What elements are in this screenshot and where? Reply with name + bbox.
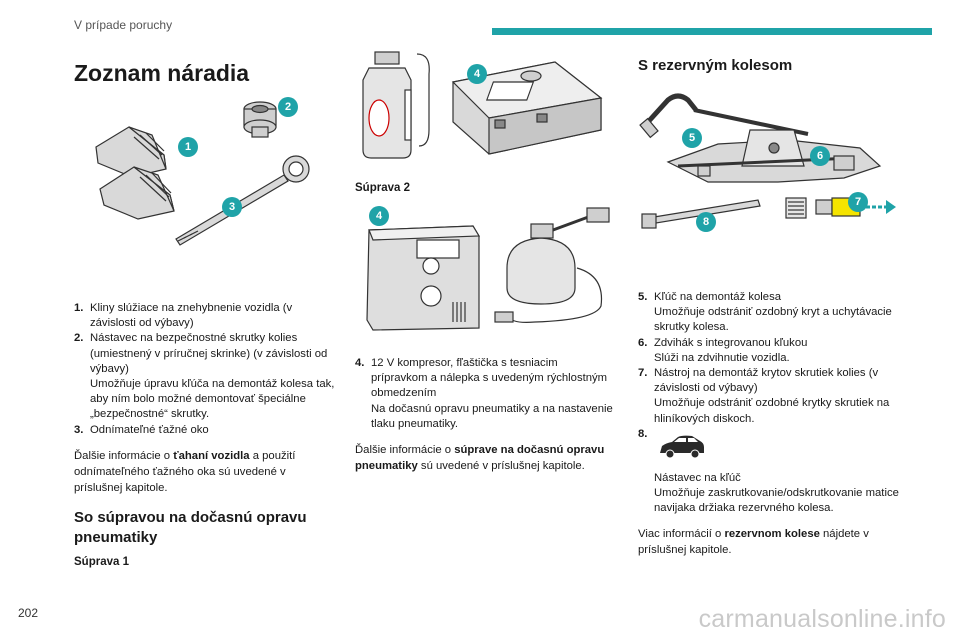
tools-illustration: 2 1 3 bbox=[74, 97, 336, 247]
callout-badge-2: 2 bbox=[278, 97, 298, 117]
list-item: 5. Kľúč na demontáž kolesa Umožňuje odst… bbox=[638, 291, 892, 334]
list-item: 7. Nástroj na demontáž krytov skrutiek k… bbox=[638, 367, 890, 425]
header-accent-bar bbox=[492, 28, 932, 35]
callout-badge-8: 8 bbox=[696, 212, 716, 232]
jack-and-wrench-drawing bbox=[639, 93, 896, 229]
list-item: 1. Kliny slúžiace na znehybnenie vozidla… bbox=[74, 302, 293, 330]
repair-kit-link[interactable]: súprave na dočasnú opravu pneumatiky bbox=[355, 444, 605, 473]
section-header: V prípade poruchy bbox=[74, 18, 173, 32]
spare-wheel-link[interactable]: rezervnom kolese bbox=[724, 528, 820, 541]
callout-badge-4-mid: 4 bbox=[369, 206, 389, 226]
spare-wheel-tools-illustration: 5 6 7 8 bbox=[638, 82, 900, 272]
kit1-illustration: 4 bbox=[355, 50, 617, 170]
column-repair-kit: 4 Súprava 2 bbox=[355, 50, 617, 474]
spare-wheel-info: Viac informácií o rezervnom kolese nájde… bbox=[638, 528, 869, 557]
car-silhouette-icon bbox=[660, 435, 704, 459]
compressor-and-sealant-drawing bbox=[362, 51, 603, 159]
callout-badge-4-top: 4 bbox=[467, 64, 487, 84]
list-item: 4. 12 V kompresor, fľaštička s tesniacim… bbox=[355, 357, 613, 430]
column-tool-list: Zoznam náradia bbox=[74, 50, 336, 568]
towing-link[interactable]: ťahaní vozidla bbox=[173, 449, 250, 462]
callout-badge-3: 3 bbox=[222, 197, 242, 217]
kit1-label: Súprava 1 bbox=[74, 555, 129, 568]
callout-badge-5: 5 bbox=[682, 128, 702, 148]
compressor-kit-2-drawing bbox=[366, 207, 610, 331]
column-spare-wheel: S rezervným kolesom bbox=[638, 50, 900, 558]
spare-wheel-list: 5. Kľúč na demontáž kolesa Umožňuje odst… bbox=[638, 290, 900, 516]
section-title-spare-wheel: S rezervným kolesom bbox=[638, 57, 793, 74]
tool-list: 1. Kliny slúžiace na znehybnenie vozidla… bbox=[74, 301, 336, 438]
list-item: 8. Nástavec na kľúč Umožňuje zaskrutkova… bbox=[638, 427, 899, 515]
kit2-illustration: 4 bbox=[355, 206, 617, 344]
watermark-text: carmanualsonline.info bbox=[698, 605, 946, 633]
towing-info: Ďalšie informácie o ťahaní vozidla a pou… bbox=[74, 449, 296, 494]
callout-badge-7: 7 bbox=[848, 192, 868, 212]
kit2-label: Súprava 2 bbox=[355, 182, 410, 194]
callout-badge-6: 6 bbox=[810, 146, 830, 166]
list-item: 3. Odnímateľné ťažné oko bbox=[74, 423, 209, 436]
page-title: Zoznam náradia bbox=[74, 60, 250, 86]
callout-badge-1: 1 bbox=[178, 137, 198, 157]
page-number: 202 bbox=[18, 606, 39, 620]
list-item: 2. Nástavec na bezpečnostné skrutky koli… bbox=[74, 332, 335, 421]
repair-kit-info: Ďalšie informácie o súprave na dočasnú o… bbox=[355, 444, 605, 473]
repair-kit-list: 4. 12 V kompresor, fľaštička s tesniacim… bbox=[355, 356, 617, 432]
list-item: 6. Zdvihák s integrovanou kľukou Slúži n… bbox=[638, 336, 808, 364]
wheel-chocks-and-tow-eye-drawing bbox=[95, 101, 310, 246]
section-title-repair-kit: So súpravou na dočasnú opravu pneumatiky bbox=[74, 508, 307, 546]
